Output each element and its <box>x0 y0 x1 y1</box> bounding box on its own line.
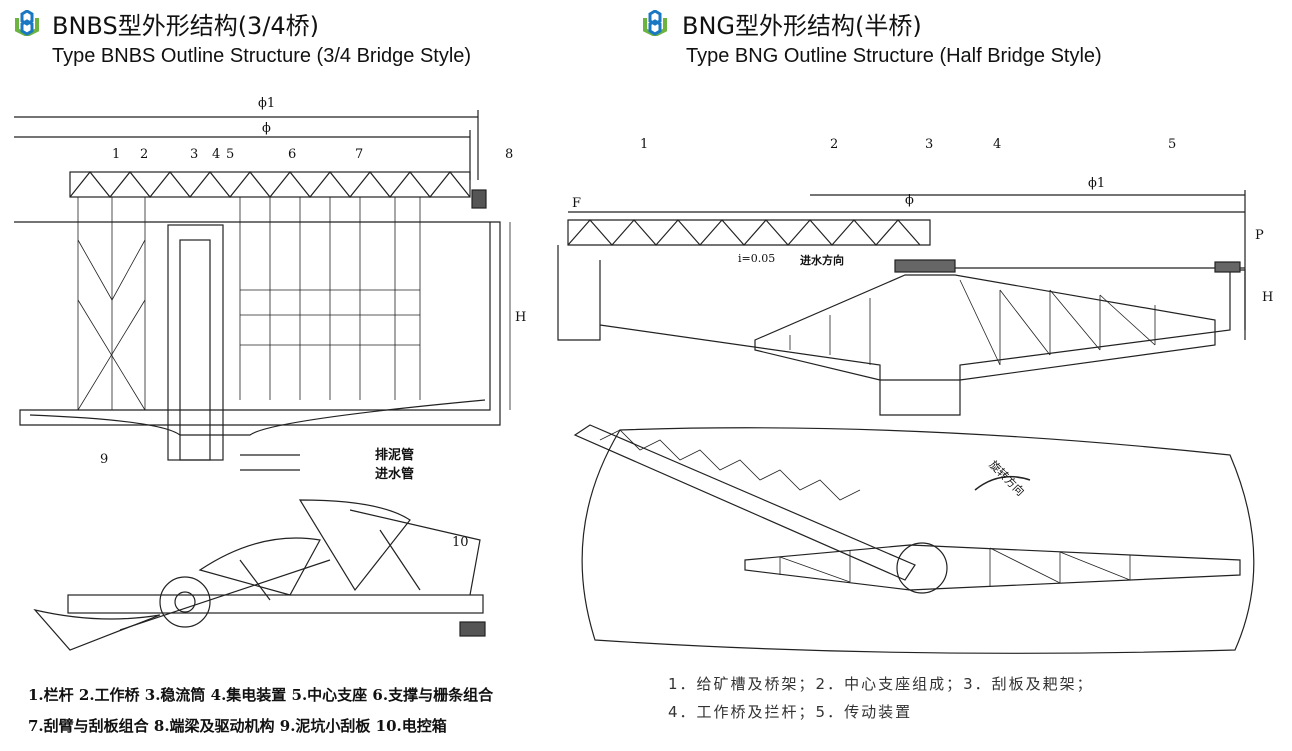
dim-phi1: ϕ1 <box>1088 176 1106 191</box>
logo-icon <box>643 10 667 36</box>
part-number: 5 <box>1168 137 1177 152</box>
part-number: 3 <box>190 147 199 162</box>
dim-phi: ϕ <box>905 193 914 208</box>
inlet-pipe-label: 进水管 <box>375 467 415 482</box>
part-number: 9 <box>100 452 109 467</box>
dim-phi: ϕ <box>262 121 271 136</box>
bnbs-elevation <box>14 110 511 471</box>
part-number: 4 <box>212 147 221 162</box>
right-title-cn: BNG型外形结构(半桥) <box>682 12 922 40</box>
part-number: 7 <box>355 147 364 162</box>
inflow-direction-label: 进水方向 <box>800 254 844 267</box>
left-legend-line: 1.栏杆 2.工作桥 3.稳流筒 4.集电装置 5.中心支座 6.支撑与栅条组合 <box>28 686 494 704</box>
right-legend-line: 1．给矿槽及桥架；2．中心支座组成；3．刮板及耙架； <box>668 675 1094 693</box>
dim-phi1: ϕ1 <box>258 96 276 111</box>
part-number: 10 <box>452 535 469 550</box>
part-number: 1 <box>112 147 121 162</box>
bnbs-plan <box>33 499 486 651</box>
dim-f: F <box>572 196 582 211</box>
part-number: 3 <box>925 137 934 152</box>
bng-elevation <box>557 190 1246 416</box>
right-title-en: Type BNG Outline Structure (Half Bridge … <box>686 45 1102 67</box>
left-legend-line: 7.刮臂与刮板组合 8.端梁及驱动机构 9.泥坑小刮板 10.电控箱 <box>28 717 447 735</box>
right-legend-line: 4．工作桥及拦杆；5．传动装置 <box>668 703 913 721</box>
left-title-en: Type BNBS Outline Structure (3/4 Bridge … <box>52 45 472 67</box>
sludge-pipe-label: 排泥管 <box>375 448 415 463</box>
part-number: 5 <box>226 147 235 162</box>
part-number: 2 <box>830 137 839 152</box>
logo-icon <box>15 10 39 36</box>
dim-h: H <box>515 310 527 325</box>
part-number: 2 <box>140 147 149 162</box>
part-number: 8 <box>505 147 514 162</box>
dim-p: P <box>1255 228 1264 243</box>
left-title-cn: BNBS型外形结构(3/4桥) <box>52 12 320 40</box>
slope-label: i=0.05 <box>738 252 776 265</box>
part-number: 4 <box>993 137 1002 152</box>
part-number: 1 <box>640 137 649 152</box>
bng-plan <box>573 424 1255 654</box>
part-number: 6 <box>288 147 297 162</box>
dim-h: H <box>1262 290 1274 305</box>
